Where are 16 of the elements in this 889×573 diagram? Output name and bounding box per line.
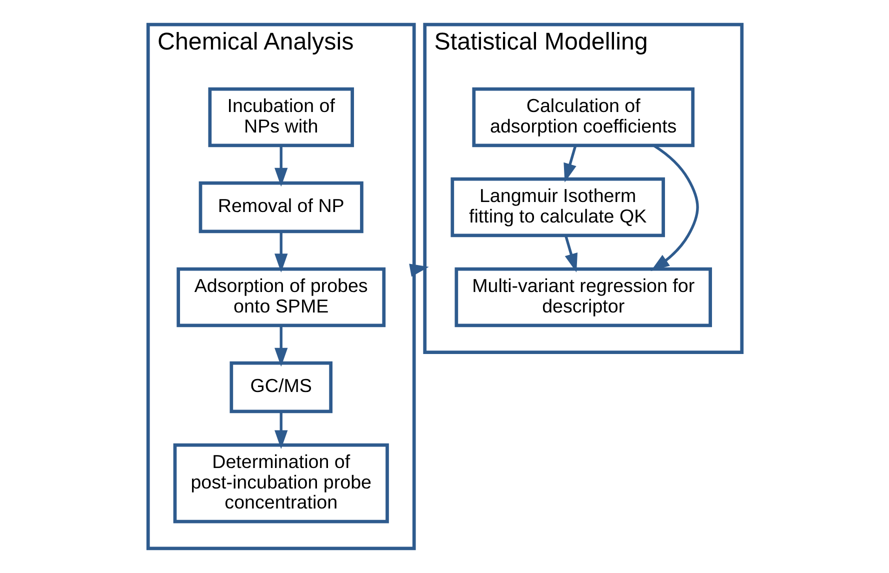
node-box: Incubation of NPs with — [208, 87, 354, 148]
arrow — [274, 326, 288, 367]
arrow — [274, 146, 288, 187]
node-box: Adsorption of probes onto SPME — [176, 267, 386, 328]
arrow — [564, 235, 578, 272]
arrow — [274, 232, 288, 273]
arrow — [563, 145, 576, 182]
node-box: GC/MS — [229, 361, 332, 414]
node-box: Langmuir Isotherm fitting to calculate QK — [450, 177, 664, 238]
arrow — [650, 144, 698, 272]
node-box: Calculation of adsorption coefficients — [472, 87, 694, 148]
arrow — [408, 264, 428, 277]
node-box: Multi-variant regression for descriptor — [454, 267, 712, 328]
arrow — [274, 412, 288, 450]
node-box: Removal of NP — [198, 181, 363, 234]
node-box: Determination of post-incubation probe concentration — [172, 443, 388, 524]
